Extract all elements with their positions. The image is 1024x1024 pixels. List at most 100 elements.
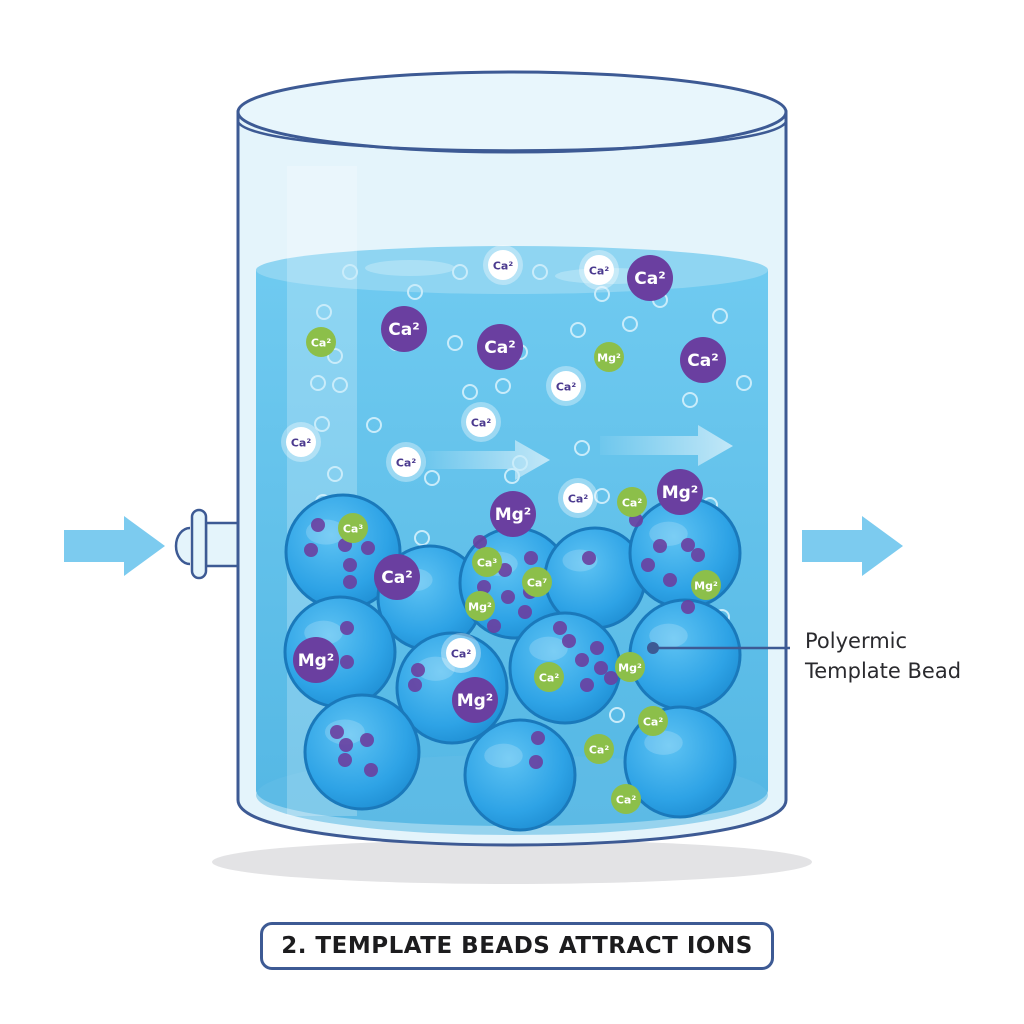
adsorbed-ion-dot	[604, 671, 618, 685]
bead-callout-label: Polyermic Template Bead	[805, 626, 961, 686]
bubble	[594, 286, 610, 302]
ion-label: Ca²	[589, 744, 609, 757]
ion-label: Ca²	[493, 260, 513, 273]
adsorbed-ion-dot	[360, 733, 374, 747]
ion-label: Mg²	[597, 352, 621, 365]
ion-white: Ca²	[558, 478, 598, 518]
ion-green: Mg²	[615, 652, 645, 682]
template-bead	[463, 718, 577, 832]
adsorbed-ion-dot	[531, 731, 545, 745]
ion-label: Ca²	[381, 568, 412, 588]
adsorbed-ion-dot	[575, 653, 589, 667]
ion-label: Ca²	[311, 337, 331, 350]
adsorbed-ion-dot	[304, 543, 318, 557]
adsorbed-ion-dot	[653, 539, 667, 553]
adsorbed-ion-dot	[580, 678, 594, 692]
ion-purple: Mg²	[490, 491, 536, 537]
bubble	[342, 264, 358, 280]
template-bead	[508, 611, 622, 725]
ion-label: Mg²	[468, 601, 492, 614]
ion-label: Ca²	[687, 351, 718, 371]
bubble	[682, 392, 698, 408]
adsorbed-ion-dot	[477, 580, 491, 594]
bubble	[452, 264, 468, 280]
step-caption: 2. TEMPLATE BEADS ATTRACT IONS	[260, 922, 774, 970]
ion-white: Ca²	[546, 366, 586, 406]
adsorbed-ion-dot	[681, 600, 695, 614]
adsorbed-ion-dot	[343, 575, 357, 589]
adsorbed-ion-dot	[340, 621, 354, 635]
adsorbed-ion-dot	[553, 621, 567, 635]
bubble	[532, 264, 548, 280]
callout-line-1: Polyermic	[805, 629, 908, 653]
adsorbed-ion-dot	[518, 605, 532, 619]
ion-label: Ca⁷	[527, 577, 547, 590]
adsorbed-ion-dot	[590, 641, 604, 655]
ion-green: Ca²	[638, 706, 668, 736]
bubble	[495, 378, 511, 394]
ion-white: Ca²	[281, 422, 321, 462]
bubble	[447, 335, 463, 351]
ion-purple: Ca²	[680, 337, 726, 383]
bubble	[327, 348, 343, 364]
ion-green: Mg²	[691, 570, 721, 600]
adsorbed-ion-dot	[691, 548, 705, 562]
ions: Ca² Ca² Ca² Ca² Ca² Ca² Mg² Ca² Ca² Ca² Ca² Ca² Ca² C…	[281, 245, 726, 814]
ion-label: Ca²	[291, 437, 311, 450]
bubble	[570, 322, 586, 338]
inlet-pipe	[174, 508, 242, 580]
ion-label: Ca³	[477, 557, 497, 570]
ion-label: Mg²	[662, 483, 699, 503]
adsorbed-ion-dot	[364, 763, 378, 777]
adsorbed-ion-dot	[524, 551, 538, 565]
bubble	[712, 308, 728, 324]
ion-white: Ca²	[483, 245, 523, 285]
adsorbed-ion-dot	[594, 661, 608, 675]
ion-purple: Mg²	[657, 469, 703, 515]
callout-pointer	[647, 642, 790, 654]
ion-green: Mg²	[465, 591, 495, 621]
bubble	[414, 530, 430, 546]
ion-white: Ca²	[461, 402, 501, 442]
ion-green: Mg²	[594, 342, 624, 372]
adsorbed-ion-dot	[663, 573, 677, 587]
bubble	[622, 316, 638, 332]
bubble	[314, 416, 330, 432]
template-bead	[628, 598, 742, 712]
ion-purple: Ca²	[381, 306, 427, 352]
template-bead	[303, 693, 421, 811]
adsorbed-ion-dot	[487, 619, 501, 633]
bubble	[327, 466, 343, 482]
callout-line-2: Template Bead	[805, 659, 962, 683]
adsorbed-ion-dot	[343, 558, 357, 572]
ion-white: Ca²	[579, 250, 619, 290]
bubble	[574, 440, 590, 456]
bubble	[594, 488, 610, 504]
ion-green: Ca⁷	[522, 567, 552, 597]
ion-label: Ca²	[451, 648, 471, 661]
bubble	[609, 707, 625, 723]
template-beads	[283, 493, 742, 832]
ion-label: Ca²	[388, 320, 419, 340]
ion-green: Ca²	[617, 487, 647, 517]
ion-purple: Mg²	[293, 637, 339, 683]
bubble	[310, 375, 326, 391]
adsorbed-ion-dot	[562, 634, 576, 648]
adsorbed-ion-dot	[340, 655, 354, 669]
ion-purple: Ca²	[477, 324, 523, 370]
ion-green: Ca³	[338, 513, 368, 543]
ion-label: Ca²	[622, 497, 642, 510]
ion-label: Ca²	[589, 265, 609, 278]
template-bead	[628, 496, 742, 610]
adsorbed-ion-dot	[501, 590, 515, 604]
ion-label: Ca²	[643, 716, 663, 729]
bubble	[407, 284, 423, 300]
inlet-flow-arrow	[64, 516, 165, 576]
adsorbed-ion-dot	[339, 738, 353, 752]
ion-green: Ca²	[306, 327, 336, 357]
bubble	[424, 470, 440, 486]
ion-label: Ca²	[568, 493, 588, 506]
internal-flow-arrow-2	[600, 425, 733, 466]
bubble	[332, 377, 348, 393]
